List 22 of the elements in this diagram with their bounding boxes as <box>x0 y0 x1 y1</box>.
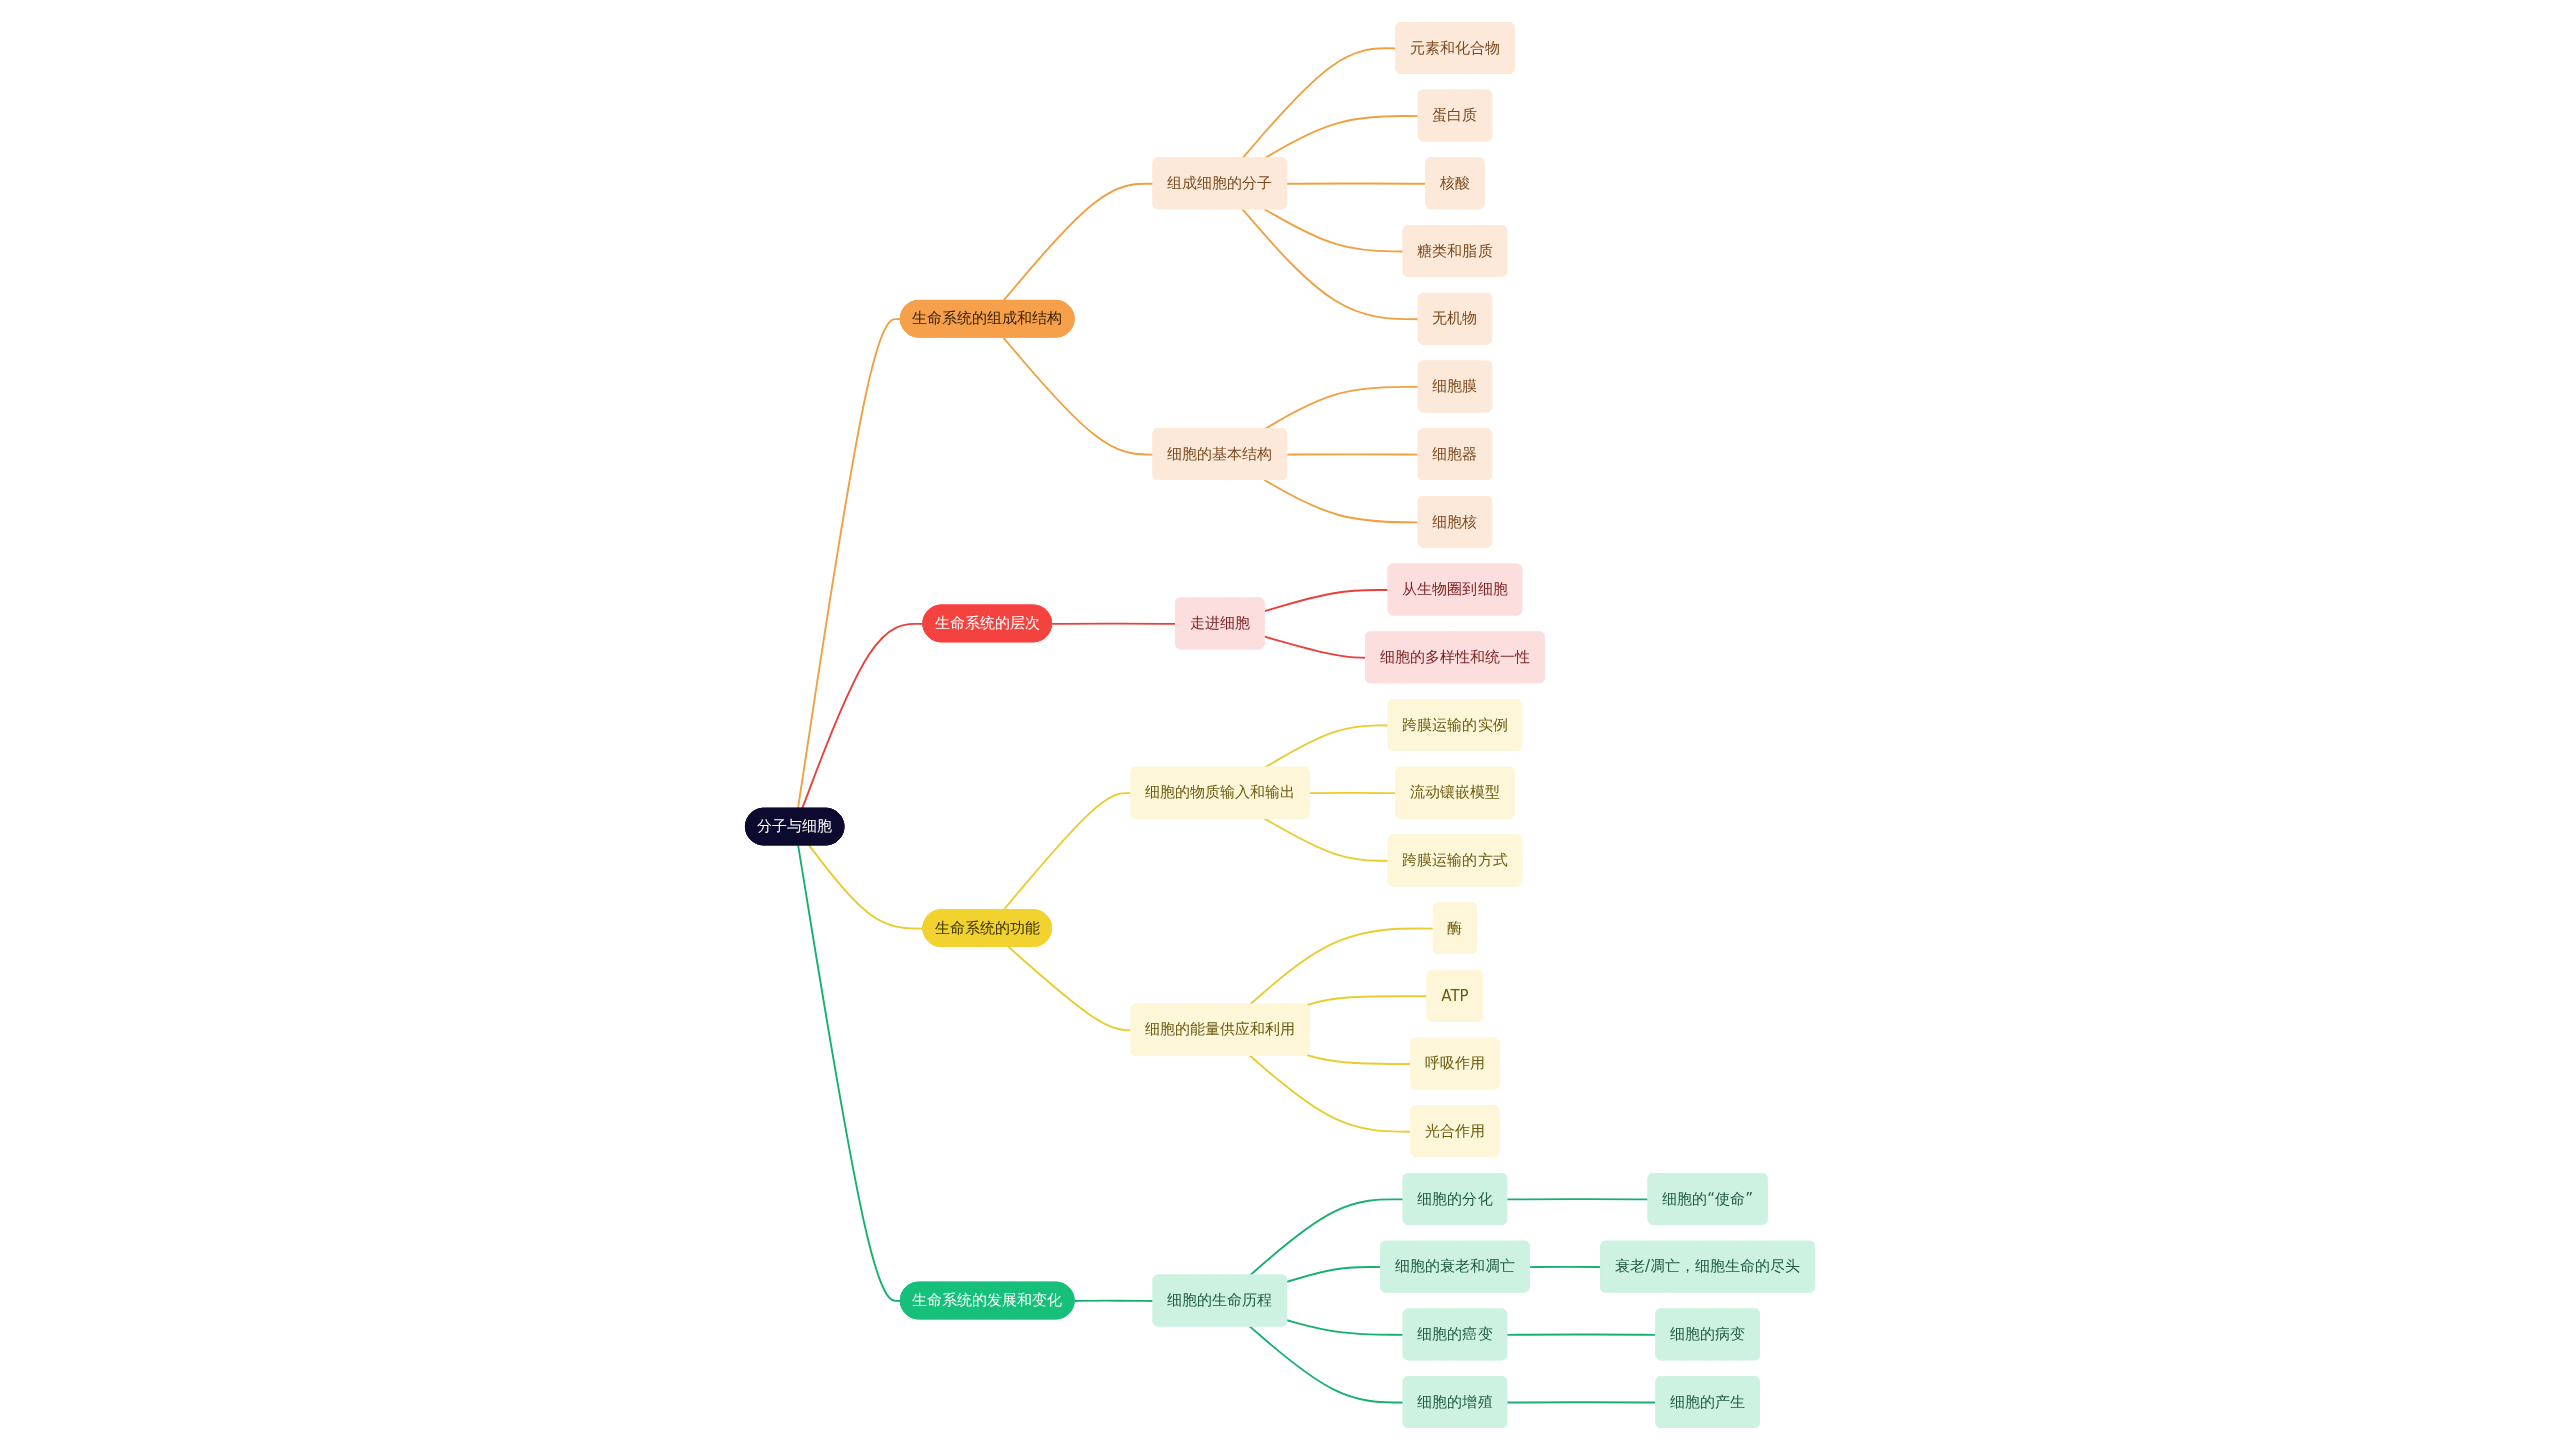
connector <box>1286 453 1420 456</box>
connector <box>797 318 902 810</box>
connector <box>1002 336 1155 456</box>
connector <box>1241 208 1420 321</box>
connector <box>1263 479 1420 524</box>
connector <box>1306 995 1429 1007</box>
connector <box>808 844 925 930</box>
connector <box>1073 1299 1155 1302</box>
connector <box>1248 1198 1405 1277</box>
connector <box>1263 208 1405 253</box>
connector <box>1002 182 1155 302</box>
connector <box>1286 1319 1405 1336</box>
connector <box>1263 635 1367 659</box>
connector <box>1263 589 1390 613</box>
connector <box>1506 1198 1650 1201</box>
connector <box>1248 927 1435 1006</box>
connector <box>1007 946 1132 1032</box>
connector <box>797 844 902 1302</box>
connector <box>801 622 925 810</box>
connector <box>1263 817 1390 862</box>
connector <box>1248 1325 1405 1404</box>
connector <box>1263 724 1390 769</box>
